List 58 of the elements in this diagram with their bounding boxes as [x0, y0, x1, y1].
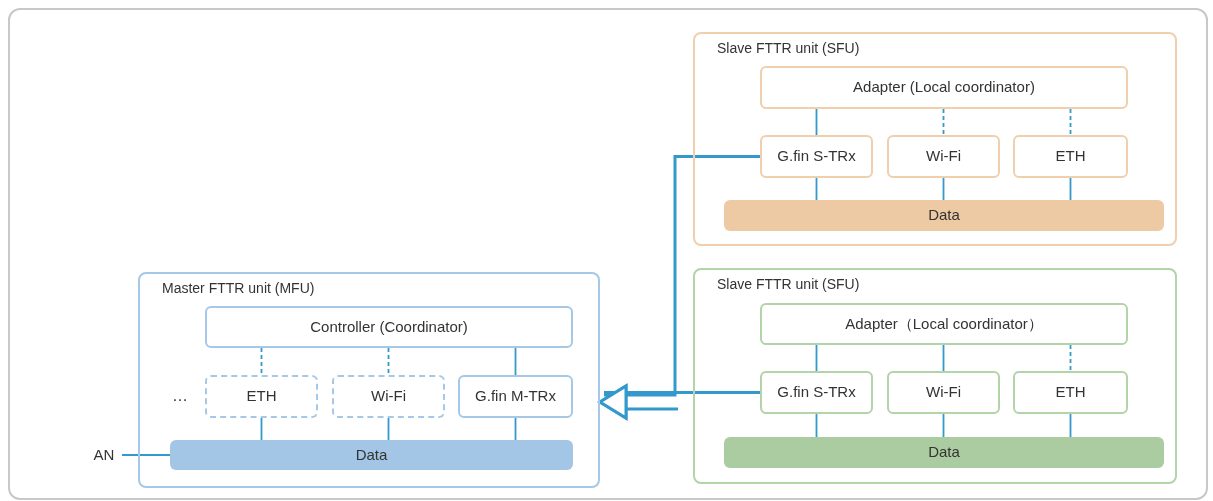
module-box [1013, 371, 1128, 414]
module-box [458, 375, 573, 418]
connector-line [1069, 108, 1072, 136]
node-text: AN [93, 444, 115, 465]
node-text: Wi-Fi [926, 146, 961, 167]
connector-line [260, 347, 263, 376]
connector-line [514, 417, 517, 441]
connector-line [815, 177, 818, 201]
connector-line [260, 417, 263, 441]
data-bar [724, 437, 1164, 468]
node-text: Data [928, 205, 960, 226]
unit-title: Slave FTTR unit (SFU) [717, 39, 860, 58]
node-text: Controller (Coordinator) [310, 316, 468, 337]
module-box [887, 371, 1000, 414]
node-text: ETH [1055, 146, 1086, 167]
connector-line [815, 413, 818, 438]
node-text: Adapter (Local coordinator) [853, 77, 1035, 98]
module-box [760, 135, 873, 178]
optional-module-box [332, 375, 445, 418]
connector-line [942, 413, 945, 438]
connector-line [942, 344, 945, 372]
node-text: Wi-Fi [926, 382, 961, 403]
module-box [205, 306, 573, 348]
module-box [887, 135, 1000, 178]
unit-title: Master FTTR unit (MFU) [162, 279, 315, 298]
module-box [760, 303, 1128, 345]
node-text: Data [355, 444, 388, 465]
module-box [760, 66, 1128, 109]
block-arrow [597, 383, 760, 421]
unit-container [138, 272, 600, 488]
ellipsis-label: … [172, 386, 188, 406]
data-bar [170, 440, 573, 470]
node-text: G.fin S-TRx [777, 382, 856, 403]
connector-line [1069, 344, 1072, 372]
connector-line [815, 108, 818, 136]
node-text: G.fin S-TRx [777, 146, 856, 167]
node-text: G.fin M-TRx [475, 386, 556, 407]
data-bar [724, 200, 1164, 231]
optional-module-box [205, 375, 318, 418]
node-text: ETH [1055, 382, 1086, 403]
node-text: Wi-Fi [371, 386, 406, 407]
connector-line [387, 417, 390, 441]
module-box [760, 371, 873, 414]
node-text: ETH [246, 386, 277, 407]
connector-line [1069, 413, 1072, 438]
connector-line [1069, 177, 1072, 201]
connector-line [942, 177, 945, 201]
unit-container [693, 32, 1177, 246]
node-text: Data [928, 442, 960, 463]
connector-line [942, 108, 945, 136]
leader-line [121, 454, 171, 456]
unit-title: Slave FTTR unit (SFU) [717, 275, 860, 294]
unit-container [693, 268, 1177, 484]
connector-line [815, 344, 818, 372]
module-box [1013, 135, 1128, 178]
node-text: Adapter（Local coordinator） [845, 313, 1043, 334]
connector-line [387, 347, 390, 376]
connector-line [514, 347, 517, 376]
